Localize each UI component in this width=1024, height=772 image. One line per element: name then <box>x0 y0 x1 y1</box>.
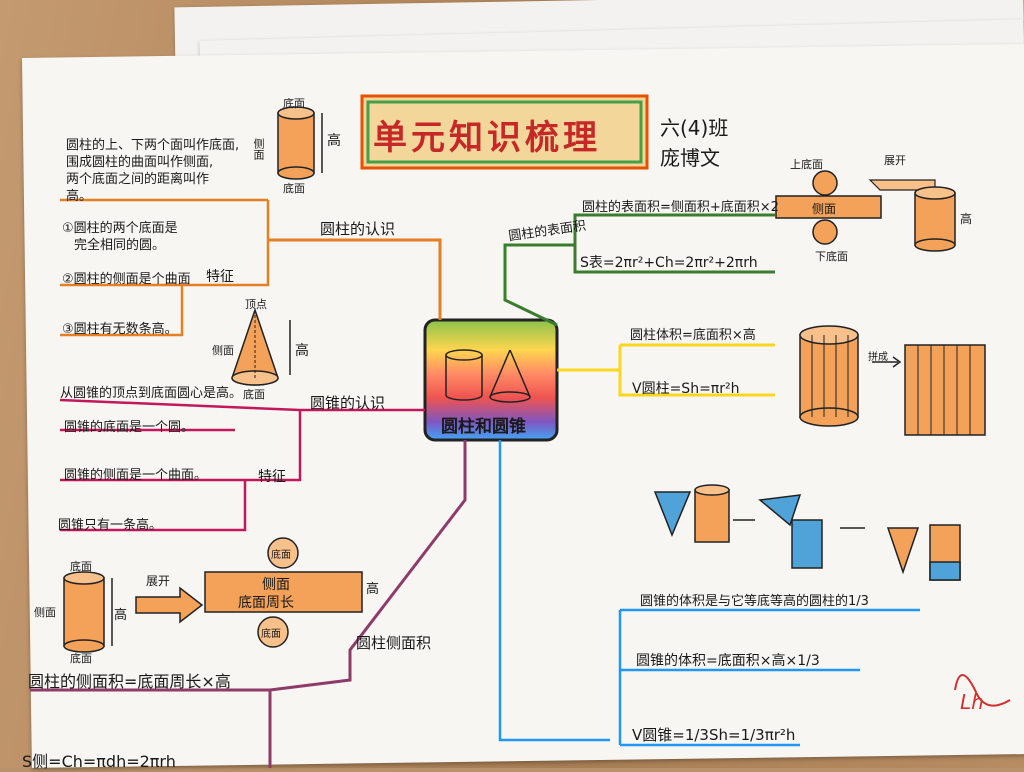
lat-side-label: 侧面 <box>34 606 56 619</box>
cyl-side-label: 侧面 <box>252 138 265 160</box>
author-name: 庞博文 <box>660 146 720 170</box>
volume-arrow-label: 拼成 <box>868 352 888 363</box>
lat-rect-side: 侧面 <box>262 577 290 593</box>
lat-unfold-label: 展开 <box>146 574 171 588</box>
lat-circle-bottom: 底面 <box>261 629 281 640</box>
cone-feature-1: 圆锥的底面是一个圆。 <box>64 420 195 435</box>
cone-base-label: 底面 <box>243 388 265 401</box>
cone-side-label: 侧面 <box>212 344 234 357</box>
cylinder-definition-2: 围成圆柱的曲面叫作侧面, <box>66 155 214 170</box>
cyl-feature-3: ③圆柱有无数条高。 <box>62 322 178 337</box>
lateral-area-diagram <box>63 537 363 653</box>
cone-feature-2: 圆锥的侧面是一个曲面。 <box>64 468 208 483</box>
cyl-feature-2: ②圆柱的侧面是个曲面 <box>62 272 191 287</box>
cone-height-def: 从圆锥的顶点到底面圆心是高。 <box>60 386 243 401</box>
cone-volume-1: 圆锥的体积是与它等底等高的圆柱的1/3 <box>640 594 869 609</box>
cone-apex-label: 顶点 <box>245 298 267 311</box>
surface-unfold-label: 展开 <box>884 154 906 167</box>
branch-cone-intro: 圆锥的认识 <box>310 394 386 412</box>
surface-formula: S表=2πr²+Ch=2πr²+2πrh <box>580 255 758 271</box>
center-label: 圆柱和圆锥 <box>441 417 526 437</box>
cone-volume-3: V圆锥=1/3Sh=1/3πr²h <box>632 726 796 744</box>
surface-side-label: 侧面 <box>812 202 837 216</box>
lat-top-label: 底面 <box>70 560 92 573</box>
cone-volume-2: 圆锥的体积=底面积×高×1/3 <box>636 653 820 669</box>
volume-formula: V圆柱=Sh=πr²h <box>632 381 740 397</box>
lat-circle-top: 底面 <box>271 550 291 561</box>
cone-features-label: 特征 <box>258 469 286 485</box>
cylinder-definition-1: 圆柱的上、下两个面叫作底面, <box>66 138 240 153</box>
signature: Lh <box>960 690 984 714</box>
cylinder-definition-4: 高。 <box>66 189 93 204</box>
surface-top-label: 上底面 <box>790 158 823 171</box>
lat-rect-circ: 底面周长 <box>238 595 294 611</box>
signature-mark <box>954 674 1011 707</box>
cyl-bottom-label: 底面 <box>283 182 305 195</box>
cyl-feature-1: ①圆柱的两个底面是 <box>62 221 178 236</box>
surface-bottom-label: 下底面 <box>815 250 848 263</box>
lat-rect-height: 高 <box>366 582 380 597</box>
cyl-feature-1b: 完全相同的圆。 <box>74 238 166 253</box>
title-frame <box>360 94 649 170</box>
lat-bottom-label: 底面 <box>70 652 92 665</box>
cone-diagram <box>231 307 291 386</box>
cyl-top-label: 底面 <box>283 97 305 110</box>
lateral-formula-2: S侧=Ch=πdh=2πrh <box>22 752 176 771</box>
branch-cylinder-intro: 圆柱的认识 <box>320 220 396 238</box>
cylinder-definition-3: 两个底面之间的距离叫作 <box>66 172 210 187</box>
cylinder-diagram-top <box>277 106 323 180</box>
lat-height-label: 高 <box>114 608 128 623</box>
volume-formula-text: 圆柱体积=底面积×高 <box>630 328 756 343</box>
surface-net-diagram <box>775 170 956 252</box>
cyl-features-label: 特征 <box>206 269 234 285</box>
poster-title: 单元知识梳理 <box>373 118 601 158</box>
cone-volume-experiment <box>653 484 961 581</box>
lateral-formula: 圆柱的侧面积=底面周长×高 <box>28 672 231 691</box>
cone-feature-3: 圆锥只有一条高。 <box>58 518 163 533</box>
surface-formula-text: 圆柱的表面积=侧面积+底面积×2 <box>582 200 779 215</box>
volume-diagram <box>799 325 986 436</box>
cyl-height-label: 高 <box>327 133 341 149</box>
class-label: 六(4)班 <box>660 116 729 140</box>
cone-height-label: 高 <box>295 343 309 359</box>
surface-height-label: 高 <box>960 212 973 226</box>
branch-cylinder-lateral: 圆柱侧面积 <box>356 634 432 652</box>
